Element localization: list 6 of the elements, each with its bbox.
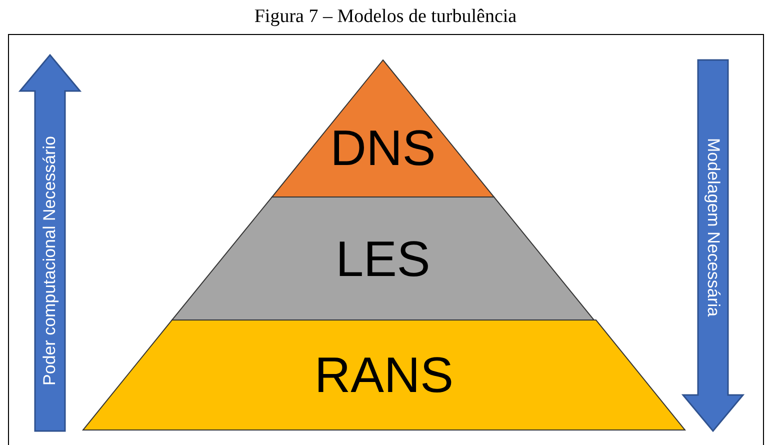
arrow-label: Modelagem Necessária xyxy=(703,138,723,317)
layer-label: DNS xyxy=(330,122,436,172)
figure-title: Figura 7 – Modelos de turbulência xyxy=(253,6,518,28)
layer-label: RANS xyxy=(314,350,454,400)
arrow-label: Poder computacional Necessário xyxy=(40,136,60,386)
layer-label: LES xyxy=(336,234,430,284)
